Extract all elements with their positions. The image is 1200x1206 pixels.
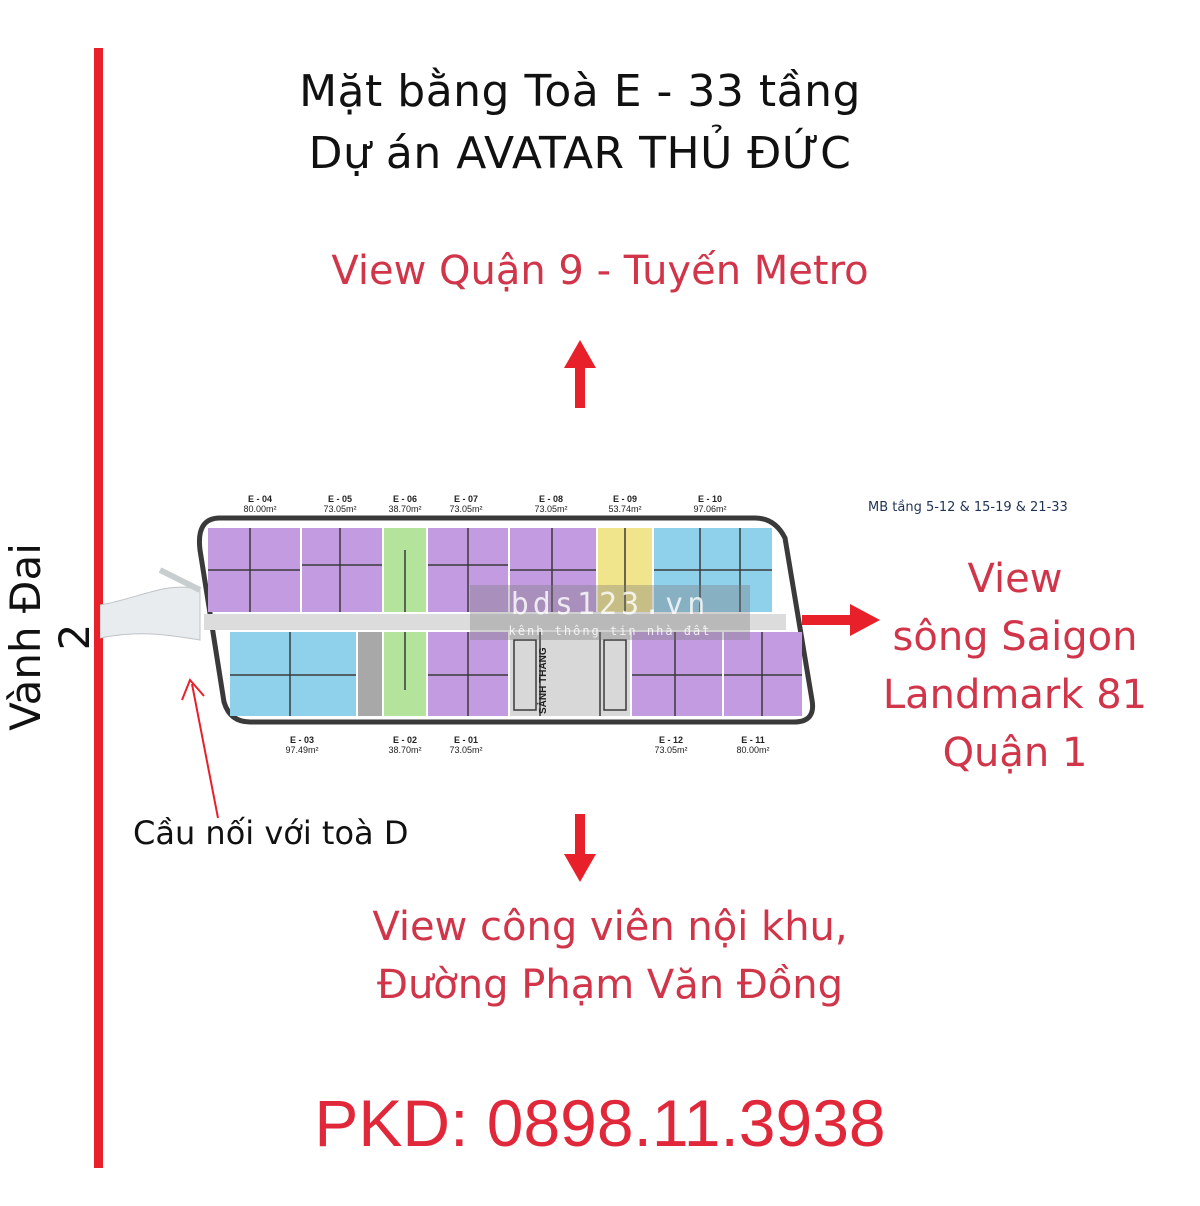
unit-code: E - 02	[392, 735, 417, 745]
unit-area: 73.05m²	[534, 504, 568, 514]
lobby	[510, 632, 630, 716]
ring-road-line	[94, 48, 103, 1168]
bridge-label: Cầu nối với toà D	[133, 814, 409, 852]
view-east-label: View sông Saigon Landmark 81 Quận 1	[860, 550, 1170, 782]
unit-code: E - 09	[612, 494, 637, 504]
unit-area: 73.05m²	[323, 504, 357, 514]
unit-code: E - 06	[392, 494, 417, 504]
unit-area: 80.00m²	[243, 504, 277, 514]
bridge-pointer-arrow-icon	[181, 678, 219, 819]
unit-code: E - 05	[327, 494, 352, 504]
unit-area: 97.49m²	[285, 745, 319, 755]
unit-area: 73.05m²	[654, 745, 688, 755]
title-line-1: Mặt bằng Toà E - 33 tầng	[299, 66, 861, 117]
unit-code: E - 10	[697, 494, 722, 504]
arrow-right-icon	[802, 604, 880, 636]
unit-area: 97.06m²	[693, 504, 727, 514]
corridor	[204, 614, 786, 630]
unit-code: E - 04	[247, 494, 272, 504]
sales-phone: PKD: 0898.11.3938	[314, 1086, 886, 1160]
unit-code: E - 01	[453, 735, 478, 745]
arrow-up-icon	[564, 340, 596, 408]
unit-code: E - 03	[289, 735, 314, 745]
view-east-line-1: View	[967, 556, 1063, 602]
unit-area: 38.70m²	[388, 745, 422, 755]
watermark: bds123.vn kênh thông tin nhà đất	[470, 585, 750, 640]
view-east-line-4: Quận 1	[942, 730, 1088, 776]
lobby-label: SẢNH THANG	[538, 647, 549, 715]
unit-code: E - 12	[658, 735, 683, 745]
title-line-2: Dự án AVATAR THỦ ĐỨC	[308, 128, 852, 179]
unit-e05	[302, 528, 382, 612]
unit-code: E - 07	[453, 494, 478, 504]
watermark-sub: kênh thông tin nhà đất	[508, 624, 712, 638]
view-south-line-1: View công viên nội khu,	[372, 904, 848, 950]
view-north-label: View Quận 9 - Tuyến Metro	[331, 248, 869, 294]
unit-area: 73.05m²	[449, 504, 483, 514]
view-south-line-2: Đường Phạm Văn Đồng	[376, 962, 844, 1008]
floors-note: MB tầng 5-12 & 15-19 & 21-33	[868, 500, 1068, 515]
view-east-line-2: sông Saigon	[892, 614, 1138, 660]
watermark-main: bds123.vn	[510, 587, 710, 622]
arrow-down-icon	[564, 814, 596, 882]
unit-e12	[632, 632, 722, 716]
unit-area: 38.70m²	[388, 504, 422, 514]
ring-road-label: Vành Đai 2	[1, 543, 99, 731]
unit-e11	[724, 632, 802, 716]
bridge-connector	[100, 567, 202, 641]
floor-plan	[100, 515, 816, 725]
view-east-line-3: Landmark 81	[882, 672, 1148, 718]
unit-code: E - 11	[741, 735, 765, 745]
view-south-label: View công viên nội khu, Đường Phạm Văn Đ…	[280, 898, 940, 1014]
unit-area: 80.00m²	[736, 745, 770, 755]
unit-e03	[230, 632, 356, 716]
unit-code: E - 08	[538, 494, 563, 504]
unit-area: 73.05m²	[449, 745, 483, 755]
unit-area: 53.74m²	[608, 504, 642, 514]
